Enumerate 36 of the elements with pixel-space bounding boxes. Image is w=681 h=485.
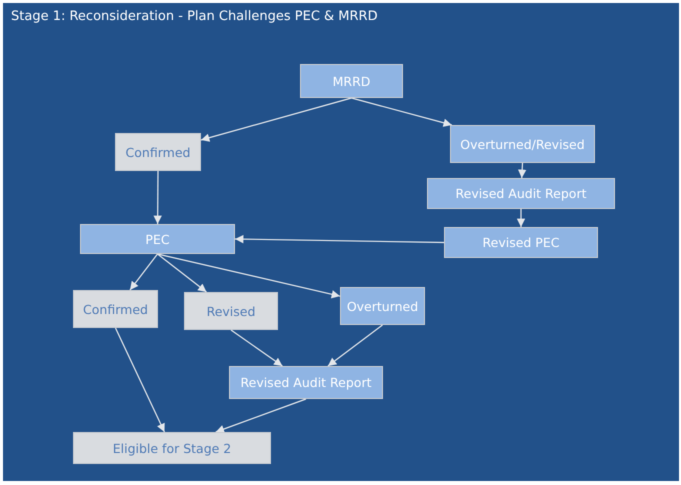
box-label: Confirmed bbox=[83, 302, 148, 316]
box-label: MRRD bbox=[332, 74, 370, 88]
process-box bbox=[115, 133, 201, 171]
arrow bbox=[157, 254, 207, 292]
arrow bbox=[157, 253, 340, 298]
box-label: Revised Audit Report bbox=[240, 375, 372, 390]
process-box bbox=[340, 287, 425, 325]
arrow bbox=[351, 97, 452, 127]
arrow bbox=[216, 398, 306, 434]
box-label: Revised PEC bbox=[482, 235, 560, 250]
box-label: Revised Audit Report bbox=[456, 186, 586, 201]
box-label: Revised bbox=[206, 304, 256, 318]
box-label: Confirmed bbox=[126, 144, 190, 160]
arrow bbox=[114, 328, 165, 432]
box-label: Overturned bbox=[346, 298, 418, 314]
box-label: PEC bbox=[145, 232, 170, 246]
box-label: Eligible for Stage 2 bbox=[112, 440, 232, 456]
diagram-title: Stage 1: Reconsideration - Plan Challenges PEC & MRRD bbox=[11, 9, 378, 24]
process-box bbox=[427, 178, 615, 209]
arrow bbox=[518, 162, 526, 178]
arrow bbox=[235, 234, 444, 244]
arrow bbox=[328, 324, 383, 366]
box-label: Overturned/Revised bbox=[460, 136, 585, 152]
process-box bbox=[73, 432, 271, 464]
process-box bbox=[300, 64, 403, 98]
arrow bbox=[200, 97, 352, 142]
process-box bbox=[229, 366, 383, 399]
process-box bbox=[184, 292, 278, 330]
arrow bbox=[230, 330, 283, 366]
process-box bbox=[80, 224, 235, 254]
arrow bbox=[153, 171, 162, 224]
arrow bbox=[130, 254, 158, 290]
process-box bbox=[73, 290, 158, 328]
process-box bbox=[444, 227, 598, 258]
arrow bbox=[516, 209, 526, 227]
process-box bbox=[450, 125, 595, 163]
